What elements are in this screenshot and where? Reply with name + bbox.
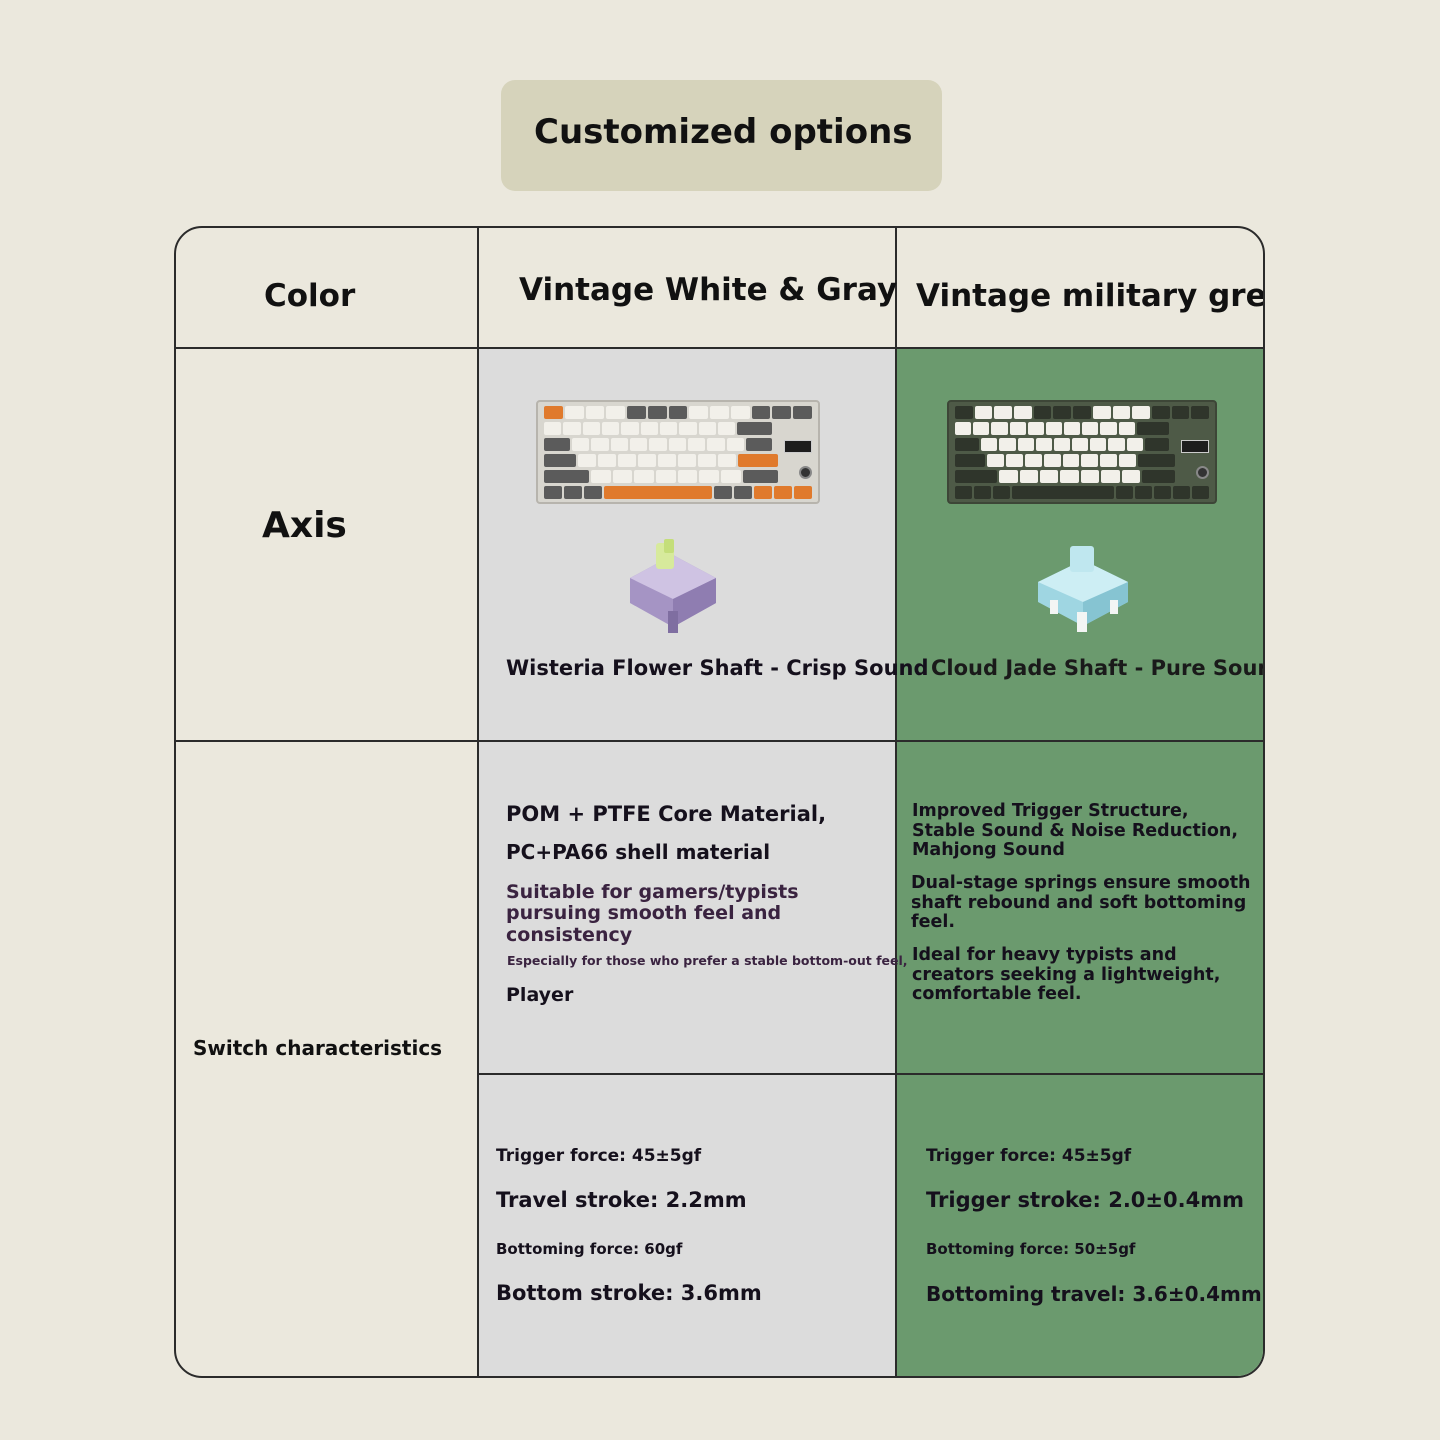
divider-v1 bbox=[477, 228, 479, 1376]
variant-b-feature-3: Ideal for heavy typists and creators see… bbox=[912, 945, 1221, 1005]
keyboard-knob bbox=[799, 466, 812, 479]
variant-b-bottoming-travel: Bottoming travel: 3.6±0.4mm bbox=[926, 1282, 1262, 1306]
variant-a-trigger-force: Trigger force: 45±5gf bbox=[496, 1146, 702, 1166]
variant-a-feature-5: Player bbox=[506, 984, 574, 1006]
title-banner: Customized options bbox=[501, 80, 942, 191]
variant-b-column-bg bbox=[897, 349, 1263, 1376]
variant-a-travel-stroke: Travel stroke: 2.2mm bbox=[496, 1188, 747, 1212]
divider-h2 bbox=[176, 740, 1263, 742]
variant-b-feature-1: Improved Trigger Structure, Stable Sound… bbox=[912, 801, 1239, 861]
cloud-jade-switch-image bbox=[1038, 546, 1128, 632]
row-label-switch: Switch characteristics bbox=[193, 1036, 443, 1060]
header-variant-a: Vintage White & Gray bbox=[519, 272, 898, 308]
page-title: Customized options bbox=[534, 112, 913, 152]
variant-b-switch-name: Cloud Jade Shaft - Pure Sound bbox=[931, 656, 1265, 680]
variant-a-switch-name: Wisteria Flower Shaft - Crisp Sound bbox=[506, 656, 929, 680]
variant-a-feature-4: Especially for those who prefer a stable… bbox=[507, 953, 908, 968]
variant-a-feature-1: POM + PTFE Core Material, bbox=[506, 802, 827, 826]
wisteria-switch-image bbox=[630, 539, 716, 633]
variant-a-bottoming-force: Bottoming force: 60gf bbox=[496, 1240, 683, 1258]
variant-b-trigger-stroke: Trigger stroke: 2.0±0.4mm bbox=[926, 1188, 1244, 1212]
variant-b-trigger-force: Trigger force: 45±5gf bbox=[926, 1146, 1132, 1166]
keyboard-knob bbox=[1196, 466, 1209, 479]
options-table: Color Vintage White & Gray Vintage milit… bbox=[174, 226, 1265, 1378]
divider-v2 bbox=[895, 228, 897, 1376]
variant-a-feature-2: PC+PA66 shell material bbox=[506, 840, 771, 864]
row-label-axis: Axis bbox=[262, 505, 347, 546]
variant-a-column-bg bbox=[478, 349, 896, 1376]
keyboard-screen bbox=[784, 440, 812, 453]
variant-b-feature-2: Dual-stage springs ensure smooth shaft r… bbox=[911, 873, 1251, 933]
keyboard-military-green-image bbox=[947, 400, 1217, 504]
keyboard-white-gray-image bbox=[536, 400, 820, 504]
variant-a-feature-3: Suitable for gamers/typists pursuing smo… bbox=[506, 881, 799, 946]
variant-b-bottoming-force: Bottoming force: 50±5gf bbox=[926, 1240, 1136, 1258]
header-color-label: Color bbox=[264, 278, 356, 314]
variant-a-bottom-stroke: Bottom stroke: 3.6mm bbox=[496, 1281, 762, 1305]
keyboard-screen bbox=[1181, 440, 1209, 453]
header-variant-b: Vintage military green bbox=[916, 278, 1265, 314]
divider-h1 bbox=[176, 347, 1263, 349]
divider-h3 bbox=[478, 1073, 1263, 1075]
